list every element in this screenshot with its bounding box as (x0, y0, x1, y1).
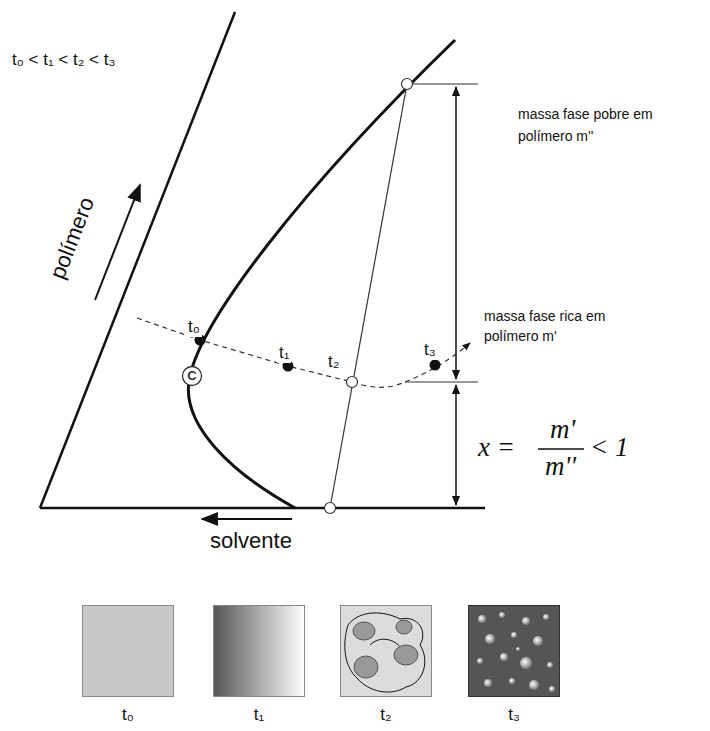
time-label: t₂ (326, 352, 341, 372)
formula-part: m' (550, 414, 575, 445)
tie-line (330, 84, 407, 508)
binodal-curve (188, 40, 455, 508)
axis-label: solvente (210, 528, 292, 553)
drawn-circle (543, 614, 549, 620)
drawn-circle (511, 632, 517, 638)
dimension-arrow (455, 87, 457, 379)
phase-note: massa fase pobre em polímero m'' (518, 104, 653, 147)
time-label: t₁ (277, 343, 291, 363)
drawn-circle (529, 680, 539, 690)
drawn-ellipse (353, 622, 375, 640)
dimension-arrow (455, 385, 457, 505)
time-caption: t₁ (213, 705, 305, 725)
drawn-rect (469, 606, 560, 697)
drawn-circle (500, 653, 508, 661)
drawn-ellipse (394, 645, 418, 665)
drawn-circle (520, 657, 532, 669)
drawn-ellipse (354, 656, 378, 678)
solvent-arrow (202, 518, 292, 520)
reference-line (407, 83, 478, 84)
axis-label: polímero (45, 194, 100, 283)
drawn-rect (341, 606, 432, 697)
drawn-circle (484, 679, 492, 687)
morphology-square (82, 605, 174, 697)
critical-point-label: C (187, 369, 196, 384)
composition-point (347, 377, 358, 388)
drawn-circle (485, 634, 495, 644)
drawn-circle (477, 658, 483, 664)
time-caption: t₃ (468, 705, 560, 725)
drawn-rect (214, 606, 305, 697)
drawn-circle (499, 612, 505, 618)
drawn-path (345, 613, 425, 692)
drawn-circle (516, 647, 520, 651)
morphology-square (340, 605, 432, 697)
morphology-square (468, 605, 560, 697)
formula-part: x = (478, 432, 515, 463)
drawn-circle (549, 686, 555, 692)
fraction-bar (538, 448, 584, 450)
time-caption: t₂ (340, 705, 432, 725)
morphology-box: t₀ (82, 605, 174, 725)
drawn-circle (522, 617, 530, 625)
morphology-box: t₃ (468, 605, 560, 725)
composition-path (137, 318, 405, 387)
solvent-axis (40, 507, 485, 510)
drawn-circle (509, 678, 515, 684)
drawn-circle (547, 662, 553, 668)
drawn-path (370, 639, 402, 649)
drawn-circle (533, 636, 543, 646)
drawn-rect (83, 606, 174, 697)
phase-note: massa fase rica em polímero m' (484, 306, 634, 347)
time-label: t₃ (422, 340, 438, 360)
morphology-box: t₂ (340, 605, 432, 725)
tie-end-point (325, 503, 336, 514)
ordering-note: t₀ < t₁ < t₂ < t₃ (12, 50, 115, 70)
drawn-circle (478, 615, 486, 623)
morphology-square (213, 605, 305, 697)
drawn-ellipse (396, 620, 412, 634)
reference-line (405, 381, 478, 382)
composition-point (430, 360, 441, 371)
morphology-box: t₁ (213, 605, 305, 725)
formula-part: < 1 (590, 432, 628, 463)
time-caption: t₀ (82, 705, 174, 725)
tie-end-point (402, 79, 413, 90)
polymer-arrow (95, 185, 140, 300)
critical-point (183, 367, 202, 386)
time-label: t₀ (186, 317, 202, 337)
formula-part: m'' (545, 451, 576, 482)
